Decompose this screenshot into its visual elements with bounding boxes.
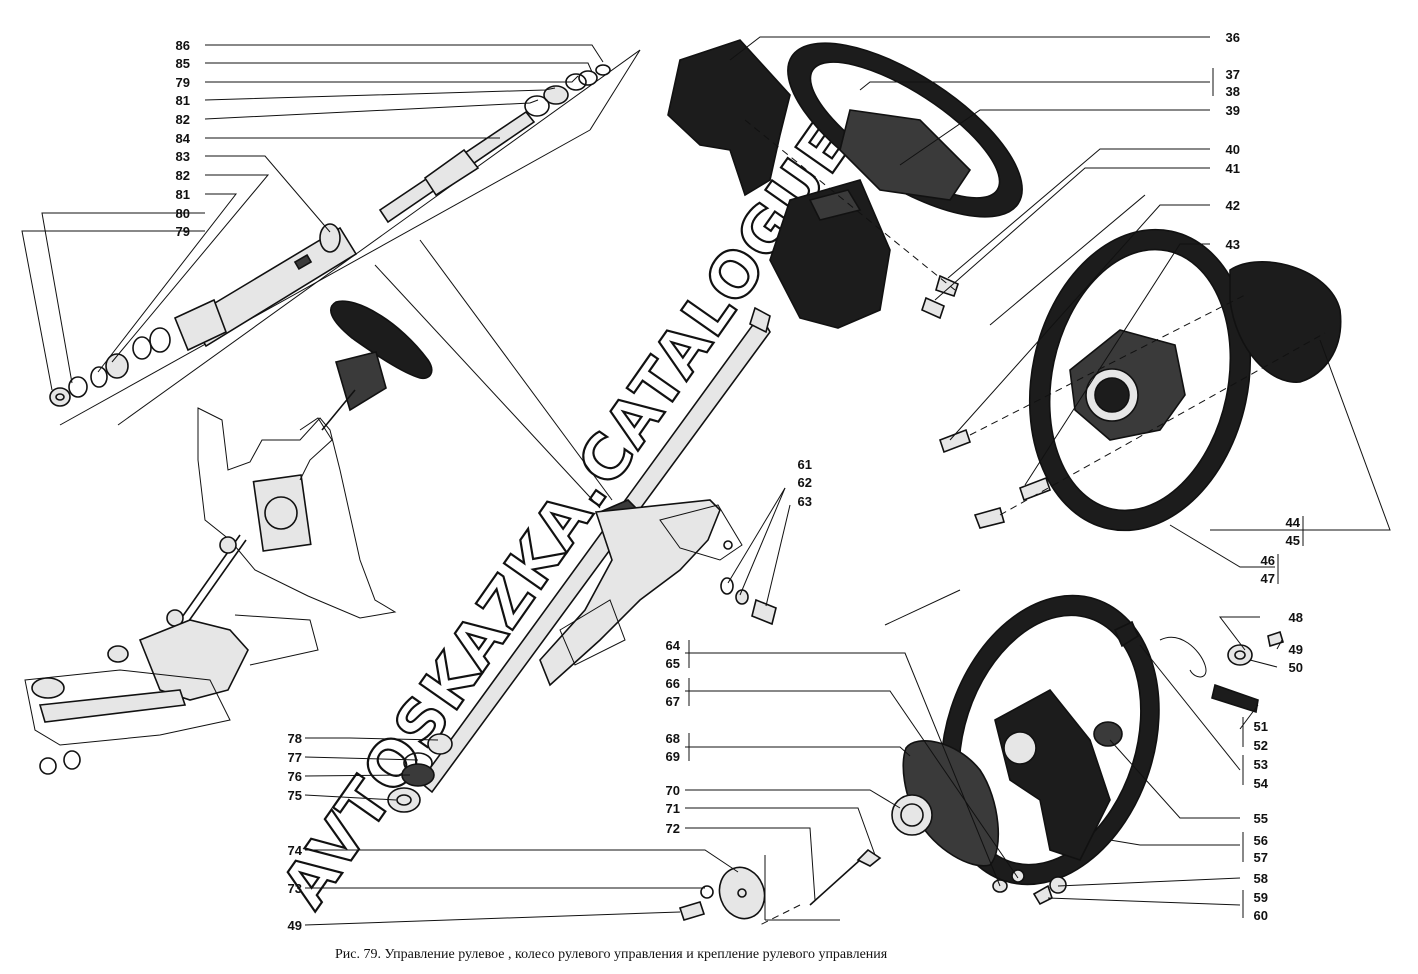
label-69: 69	[666, 749, 680, 764]
label-85: 85	[176, 56, 190, 71]
label-64: 64	[666, 638, 681, 653]
label-82: 82	[176, 112, 190, 127]
label-40: 40	[1226, 142, 1240, 157]
label-43: 43	[1226, 237, 1240, 252]
label-58: 58	[1254, 871, 1268, 886]
lower-middle-parts	[678, 848, 882, 926]
label-73: 73	[288, 881, 302, 896]
label-50: 50	[1289, 660, 1303, 675]
label-78: 78	[288, 731, 302, 746]
label-45: 45	[1286, 533, 1300, 548]
steering-wheel-right	[938, 194, 1342, 532]
upper-shaft-exploded	[49, 49, 641, 426]
label-68: 68	[666, 731, 680, 746]
watermark: AVTOSKAZKA.CATALOGUE	[267, 108, 866, 921]
label-84: 84	[176, 131, 191, 146]
label-79: 79	[176, 75, 190, 90]
label-77: 77	[288, 750, 302, 765]
label-59: 59	[1254, 890, 1268, 905]
vehicle-context	[24, 300, 433, 775]
label-70: 70	[666, 783, 680, 798]
label-72: 72	[666, 821, 680, 836]
label-79: 79	[176, 224, 190, 239]
label-82: 82	[176, 168, 190, 183]
upper-column-shroud	[667, 39, 1023, 329]
label-86: 86	[176, 38, 190, 53]
label-51: 51	[1254, 719, 1268, 734]
label-39: 39	[1226, 103, 1240, 118]
label-48: 48	[1289, 610, 1303, 625]
label-41: 41	[1226, 161, 1240, 176]
label-67: 67	[666, 694, 680, 709]
label-81: 81	[176, 187, 190, 202]
label-56: 56	[1254, 833, 1268, 848]
label-63: 63	[798, 494, 812, 509]
label-42: 42	[1226, 198, 1240, 213]
label-60: 60	[1254, 908, 1268, 923]
label-80: 80	[176, 206, 190, 221]
label-61: 61	[798, 457, 812, 472]
part-labels: 86 85 79 81 82 84 83 82 81 80 79 36 37 3…	[176, 30, 1303, 933]
label-65: 65	[666, 656, 680, 671]
label-49: 49	[288, 918, 302, 933]
label-37: 37	[1226, 67, 1240, 82]
label-52: 52	[1254, 738, 1268, 753]
steering-wheel-lower	[884, 589, 1284, 906]
mounting-bracket	[539, 499, 777, 687]
label-74: 74	[288, 843, 303, 858]
label-46: 46	[1261, 553, 1275, 568]
label-36: 36	[1226, 30, 1240, 45]
label-83: 83	[176, 149, 190, 164]
label-76: 76	[288, 769, 302, 784]
leaders-upper-left	[21, 44, 604, 391]
label-71: 71	[666, 801, 680, 816]
label-44: 44	[1286, 515, 1301, 530]
label-53: 53	[1254, 757, 1268, 772]
figure-caption: Рис. 79. Управление рулевое , колесо рул…	[335, 947, 888, 962]
leaders-right	[304, 36, 1391, 926]
label-38: 38	[1226, 84, 1240, 99]
label-55: 55	[1254, 811, 1268, 826]
label-47: 47	[1261, 571, 1275, 586]
label-54: 54	[1254, 776, 1269, 791]
label-66: 66	[666, 676, 680, 691]
label-75: 75	[288, 788, 302, 803]
label-57: 57	[1254, 850, 1268, 865]
label-49: 49	[1289, 642, 1303, 657]
label-81: 81	[176, 93, 190, 108]
label-62: 62	[798, 475, 812, 490]
